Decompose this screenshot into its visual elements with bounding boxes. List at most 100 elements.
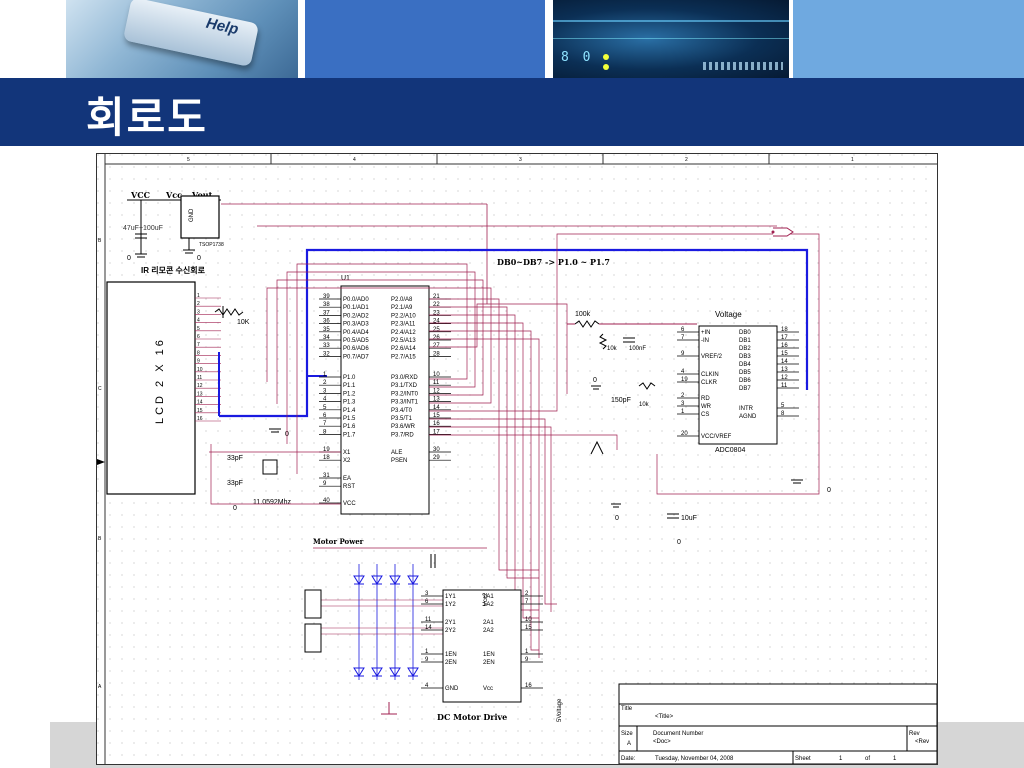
pin-number: 1 (525, 649, 529, 655)
pin-number: 12 (781, 375, 788, 381)
pin-number: 6 (681, 327, 685, 333)
pin-number: 13 (781, 367, 788, 373)
pin-number: 12 (433, 388, 440, 394)
pin-number: 15 (781, 351, 788, 357)
pin-name: P1.1 (343, 383, 356, 389)
pin-name: P1.2 (343, 391, 356, 397)
mcu-zero-label: 0 (233, 505, 237, 512)
pin-number: 3 (425, 591, 429, 597)
pin-number: 2 (525, 591, 529, 597)
pin-number: 4 (323, 397, 327, 403)
r-100k-label: 100k (575, 311, 591, 318)
pin-number: 14 (425, 625, 432, 631)
pin-name: 2Y1 (445, 620, 456, 626)
pin-name: P0.7/AD7 (343, 354, 369, 360)
pin-name: RST (343, 484, 355, 490)
lcd-pin-num: 14 (197, 400, 203, 406)
pin-number: 6 (425, 599, 429, 605)
row-tick-c: C (98, 386, 102, 392)
row-tick-a: A (98, 684, 102, 690)
pin-name: P0.2/AD2 (343, 313, 369, 319)
mcu-ref: U1 (341, 275, 350, 282)
pin-name: RD (701, 396, 710, 402)
lcd-pin-num: 12 (197, 383, 203, 389)
vcc2-label: Vcc (165, 190, 182, 200)
pin-name: CLKIN (701, 372, 719, 378)
pin-number: 21 (433, 294, 440, 300)
pin-name: P3.4/T0 (391, 408, 413, 414)
pin-name: 2EN (483, 660, 495, 666)
wiring (209, 225, 820, 658)
adc-part: ADC0804 (715, 447, 745, 454)
pin-name: 1EN (445, 652, 457, 658)
pin-number: 38 (323, 302, 330, 308)
pin-name: P3.3/INT1 (391, 400, 419, 406)
lcd-label: LCD 2 X 16 (154, 337, 166, 424)
pin-number: 10 (525, 617, 532, 623)
blue-panel (305, 0, 545, 78)
pin-number: 2 (323, 380, 327, 386)
pin-number: 19 (681, 377, 688, 383)
pin-name: P2.6/A14 (391, 346, 416, 352)
crystal-label: 11.0592Mhz (253, 499, 292, 506)
pin-number: 9 (323, 481, 327, 487)
pin-number: 36 (323, 319, 330, 325)
lcd-pin-num: 2 (197, 301, 200, 307)
lcd-pin-num: 13 (197, 391, 203, 397)
lcd-pin-num: 9 (197, 359, 200, 365)
pin-number: 39 (323, 294, 330, 300)
r-10k-b-label: 10k (639, 402, 650, 408)
cap-33pf-a: 33pF (227, 455, 243, 462)
pin-number: 6 (323, 413, 327, 419)
pin-number: 1 (323, 372, 327, 378)
lcd-pin-num: 16 (197, 416, 203, 422)
pin-name: P2.5/A13 (391, 338, 416, 344)
pin-number: 32 (323, 351, 330, 357)
c-10uf-label: 10uF (681, 515, 697, 522)
pin-number: 2 (681, 393, 685, 399)
rev-value: <Rev (915, 739, 929, 745)
pin-number: 7 (323, 421, 327, 427)
power-supply-block: VCC Vcc Vout GND 47uF~100uF TSOP1738 0 0… (123, 190, 488, 304)
pin-number: 20 (681, 431, 688, 437)
rev-label: Rev (909, 731, 920, 737)
pin-number: 24 (433, 319, 440, 325)
pin-name: P2.4/A12 (391, 330, 416, 336)
row-tick-b: B (98, 238, 102, 244)
pin-number: 18 (323, 455, 330, 461)
vcc-label: VCC (130, 190, 150, 200)
adc-zero-b: 0 (615, 515, 619, 522)
bus-note: DB0~DB7 -> P1.0 ~ P1.7 (497, 257, 610, 267)
lcd-pin-num: 8 (197, 350, 200, 356)
pin-name: DB0 (739, 330, 751, 336)
pin-number: 4 (425, 683, 429, 689)
title-label: Title (621, 706, 633, 712)
pin-number: 18 (781, 327, 788, 333)
pin-number: 7 (525, 599, 529, 605)
pin-number: 3 (681, 401, 685, 407)
ir-receiver-label: IR 리모콘 수신회로 (141, 265, 206, 275)
lcd-pin-num: 11 (197, 375, 202, 381)
adc-title: Voltage (715, 310, 742, 319)
pin-name: INTR (739, 406, 754, 412)
pin-number: 5 (323, 405, 327, 411)
pin-name: DB5 (739, 370, 751, 376)
lcd-pin-num: 4 (197, 318, 200, 324)
motor-vcc2-label: Vcc2 (483, 592, 489, 606)
pin-number: 30 (433, 447, 440, 453)
pin-number: 13 (433, 397, 440, 403)
pin-number: 14 (433, 405, 440, 411)
pin-number: 9 (425, 657, 429, 663)
pin-number: 17 (433, 429, 440, 435)
pin-number: 29 (433, 455, 440, 461)
tsop-label: TSOP1738 (199, 242, 224, 248)
pin-name: P3.2/INT0 (391, 391, 419, 397)
pin-name: P3.1/TXD (391, 383, 418, 389)
pin-name: P2.3/A11 (391, 322, 416, 328)
sheet-value: 1 (839, 756, 843, 762)
pin-name: GND (445, 686, 459, 692)
adc-zero-c: 0 (677, 539, 681, 546)
pin-name: DB2 (739, 346, 751, 352)
pin-name: CLKR (701, 380, 718, 386)
